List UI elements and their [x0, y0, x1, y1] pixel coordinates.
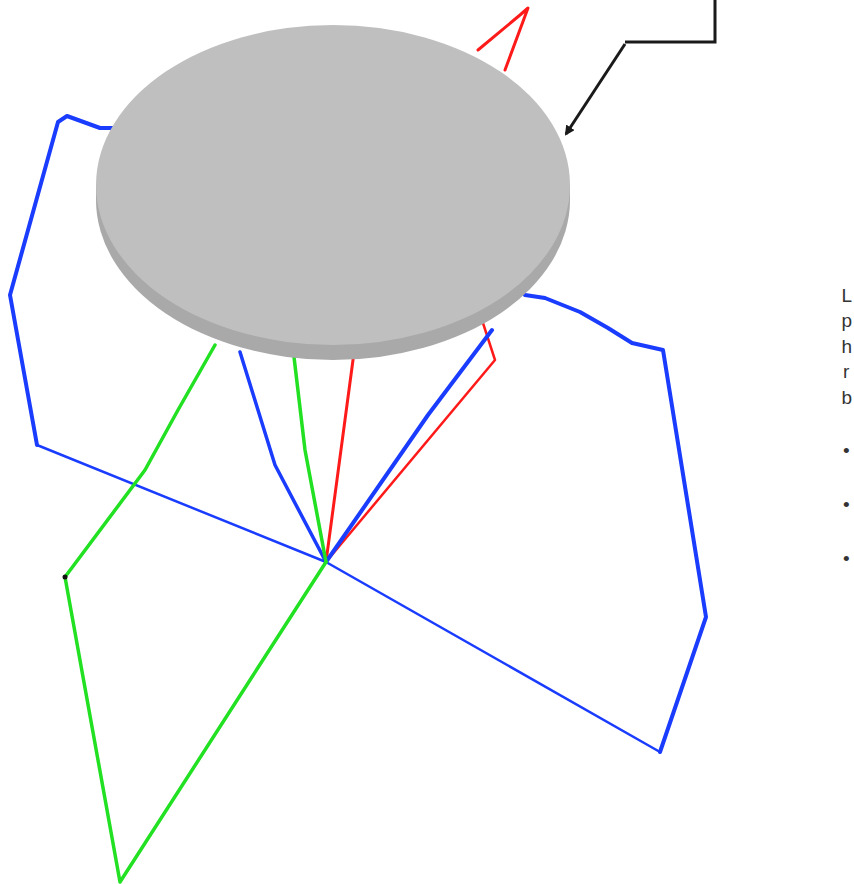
joint-dot	[63, 575, 68, 580]
callout-bracket	[625, 0, 715, 42]
blue-leg	[525, 295, 706, 752]
cropped-text: b	[841, 388, 852, 407]
cropped-text: •	[843, 549, 850, 568]
callout-arrow	[566, 44, 625, 134]
blue-leg	[240, 352, 326, 562]
green-leg	[65, 345, 326, 882]
cropped-text: •	[843, 441, 850, 460]
cropped-text: r	[843, 362, 849, 381]
cropped-text: •	[843, 495, 850, 514]
cropped-text: p	[841, 311, 852, 330]
cropped-text: h	[841, 337, 852, 356]
disk-top	[96, 25, 570, 345]
blue-leg	[326, 330, 492, 562]
red-leg	[478, 8, 528, 70]
green-leg	[292, 340, 326, 562]
cropped-text: L	[841, 286, 852, 305]
